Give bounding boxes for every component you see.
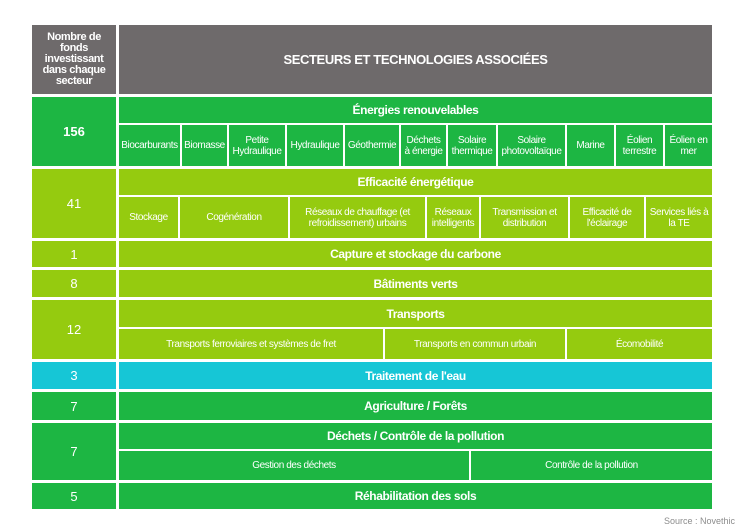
- count-renewables: 156: [32, 97, 116, 166]
- count-agriculture: 7: [32, 392, 116, 420]
- sector-transport-title: Transports: [119, 300, 712, 327]
- sub-petite-hydraulique: Petite Hydraulique: [229, 125, 285, 166]
- sub-gestion-dechets: Gestion des déchets: [119, 451, 469, 480]
- sub-solaire-thermique: Solaire thermique: [448, 125, 496, 166]
- header-sectors-title: SECTEURS ET TECHNOLOGIES ASSOCIÉES: [119, 25, 712, 94]
- sub-eolien-en-mer: Éolien en mer: [665, 125, 712, 166]
- header-count-label: Nombre de fonds investissant dans chaque…: [32, 25, 116, 94]
- sub-hydraulique: Hydraulique: [287, 125, 343, 166]
- sector-water-title: Traitement de l'eau: [119, 362, 712, 389]
- sub-geothermie: Géothermie: [345, 125, 399, 166]
- sector-renewables-title: Énergies renouvelables: [119, 97, 712, 123]
- source-note: Source : Novethic: [663, 516, 735, 526]
- sub-efficacite-eclairage: Efficacité de l'éclairage: [570, 197, 644, 238]
- sub-dechets-energie: Déchets à énergie: [401, 125, 446, 166]
- sub-reseaux-chauffage: Réseaux de chauffage (et refroidissement…: [290, 197, 425, 238]
- sub-solaire-photovoltaique: Solaire photovoltaïque: [498, 125, 565, 166]
- sub-biomasse: Biomasse: [182, 125, 227, 166]
- sub-ecomobilite: Écomobilité: [567, 329, 712, 359]
- sub-services-te: Services liés à la TE: [646, 197, 712, 238]
- sub-eolien-terrestre: Éolien terrestre: [616, 125, 663, 166]
- sector-efficiency-title: Efficacité énergétique: [119, 169, 712, 195]
- sub-transports-ferroviaires: Transports ferroviaires et systèmes de f…: [119, 329, 383, 359]
- sector-waste-title: Déchets / Contrôle de la pollution: [119, 423, 712, 449]
- sub-controle-pollution: Contrôle de la pollution: [471, 451, 712, 480]
- sector-green-buildings-title: Bâtiments verts: [119, 270, 712, 297]
- count-efficiency: 41: [32, 169, 116, 238]
- sub-marine: Marine: [567, 125, 614, 166]
- sector-soil-title: Réhabilitation des sols: [119, 483, 712, 509]
- count-ccs: 1: [32, 241, 116, 267]
- sub-transports-commun: Transports en commun urbain: [385, 329, 565, 359]
- count-soil: 5: [32, 483, 116, 509]
- sub-biocarburants: Biocarburants: [119, 125, 180, 166]
- sub-stockage: Stockage: [119, 197, 178, 238]
- sector-ccs-title: Capture et stockage du carbone: [119, 241, 712, 267]
- sub-cogeneration: Cogénération: [180, 197, 288, 238]
- count-waste: 7: [32, 423, 116, 480]
- count-green-buildings: 8: [32, 270, 116, 297]
- sub-reseaux-intelligents: Réseaux intelligents: [427, 197, 479, 238]
- count-transport: 12: [32, 300, 116, 359]
- sector-agriculture-title: Agriculture / Forêts: [119, 392, 712, 420]
- sub-transmission-distribution: Transmission et distribution: [481, 197, 568, 238]
- count-water: 3: [32, 362, 116, 389]
